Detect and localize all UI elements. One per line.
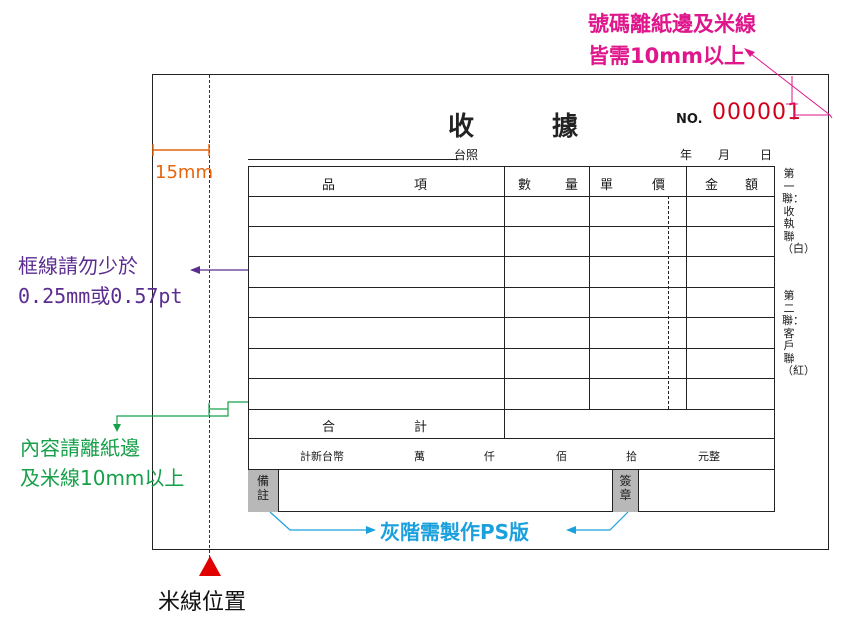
amount-words-qian: 仟 (484, 450, 495, 463)
header-item-a: 品 (322, 178, 336, 193)
grayscale-note: 灰階需製作PS版 (380, 520, 530, 544)
table-row-line (248, 409, 775, 410)
header-item-b: 項 (414, 178, 428, 193)
margin-15mm-label: 15mm (155, 162, 213, 183)
table-col-line (504, 166, 505, 438)
perforation-line (209, 75, 210, 563)
receipt-title-left: 收 (448, 112, 475, 142)
blue-arrowhead-right-icon (366, 526, 376, 534)
receipt-table (248, 166, 775, 512)
purple-arrowhead-icon (190, 266, 200, 274)
blue-connector-left (269, 511, 372, 531)
table-row-line (248, 378, 775, 379)
receipt-no-label: NO. (676, 112, 703, 127)
green-connector-line (116, 401, 248, 428)
number-margin-note-line1: 號碼離紙邊及米線 (588, 12, 756, 36)
content-margin-note-line1: 內容請離紙邊 (20, 436, 140, 460)
customer-line (248, 159, 458, 160)
receipt-title-right: 據 (552, 112, 579, 142)
amount-words-bai: 佰 (556, 450, 567, 463)
header-price-a: 單 (600, 178, 614, 193)
table-row-line (248, 196, 775, 197)
header-qty-a: 數 (518, 178, 532, 193)
content-margin-note-line2: 及米線10mm以上 (20, 466, 185, 490)
amount-words-prefix: 計新台幣 (300, 450, 344, 463)
date-month: 月 (718, 148, 731, 162)
customer-tw-label: 台照 (454, 148, 479, 162)
header-amount-a: 金 (705, 178, 719, 193)
date-day: 日 (760, 148, 773, 162)
header-price-b: 價 (652, 178, 666, 193)
border-width-note-line1: 框線請勿少於 (18, 254, 138, 278)
perforation-label: 米線位置 (158, 590, 247, 615)
table-row-line (248, 256, 775, 257)
header-amount-b: 額 (745, 178, 759, 193)
table-row-line (248, 226, 775, 227)
table-row-line (248, 348, 775, 349)
seal-label: 簽章 (612, 470, 639, 512)
remarks-label: 備註 (248, 470, 279, 512)
blue-arrowhead-left-icon (566, 526, 576, 534)
blue-connector-right (570, 511, 629, 531)
number-margin-note-line2: 皆需10mm以上 (588, 44, 745, 68)
table-row-line (248, 317, 775, 318)
table-row-line (248, 469, 775, 470)
amount-words-shi: 拾 (626, 450, 637, 463)
green-arrowhead-icon (113, 424, 121, 432)
header-qty-b: 量 (565, 178, 579, 193)
amount-words-wan: 萬 (414, 450, 425, 463)
perforation-marker-icon (199, 556, 221, 576)
total-label-b: 計 (414, 420, 428, 435)
pink-arrow-line (745, 49, 831, 116)
date-year: 年 (680, 148, 693, 162)
amount-words-yuan: 元整 (698, 450, 720, 463)
table-row-line (248, 438, 775, 439)
border-width-note-line2: 0.25mm或0.57pt (18, 284, 183, 308)
price-decimal-divider (668, 196, 669, 409)
receipt-paper (152, 74, 829, 550)
total-label-a: 合 (322, 420, 336, 435)
table-row-line (248, 287, 775, 288)
table-col-line (686, 166, 687, 409)
table-col-line (589, 166, 590, 409)
pink-arrowhead-icon (744, 48, 755, 57)
